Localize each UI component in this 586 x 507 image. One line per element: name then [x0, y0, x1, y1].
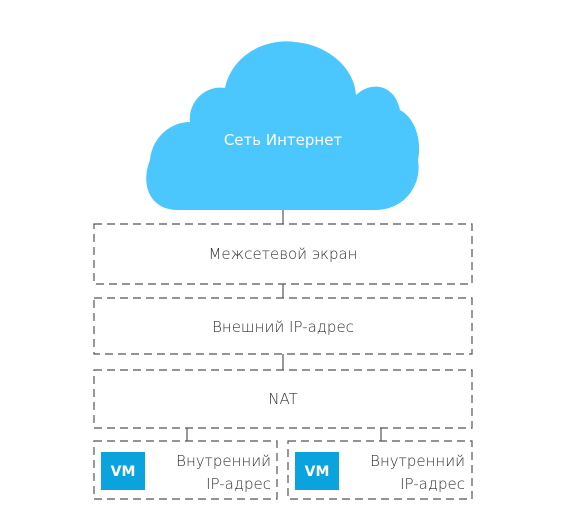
- cloud-label: Сеть Интернет: [224, 131, 343, 149]
- cloud-shape: [146, 41, 420, 210]
- external-ip-box: Внешний IP-адрес: [93, 297, 473, 355]
- vm-1-label-line1: Внутренний: [176, 452, 271, 470]
- firewall-label: Межсетевой экран: [208, 245, 357, 263]
- vm-badge-1-text: VM: [111, 464, 136, 480]
- internet-cloud: Сеть Интернет: [146, 41, 420, 210]
- vm-box-1: VM Внутренний IP-адрес: [93, 440, 278, 500]
- vm-badge-2: [295, 452, 339, 490]
- external-ip-label: Внешний IP-адрес: [212, 318, 354, 336]
- nat-box: NAT: [93, 369, 473, 429]
- nat-border: [93, 369, 473, 429]
- vm-box-2: VM Внутренний IP-адрес: [287, 440, 473, 500]
- vm-2-label-line1: Внутренний: [370, 452, 465, 470]
- external-ip-border: [93, 297, 473, 355]
- vm-box-2-border: [287, 440, 473, 500]
- nat-label: NAT: [268, 390, 297, 408]
- vm-2-label-line2: IP-адрес: [400, 475, 465, 493]
- vm-badge-2-text: VM: [305, 464, 330, 480]
- vm-1-label-line2: IP-адрес: [206, 475, 271, 493]
- vm-badge-1: [101, 452, 145, 490]
- vm-box-1-border: [93, 440, 278, 500]
- firewall-box: Межсетевой экран: [93, 223, 473, 285]
